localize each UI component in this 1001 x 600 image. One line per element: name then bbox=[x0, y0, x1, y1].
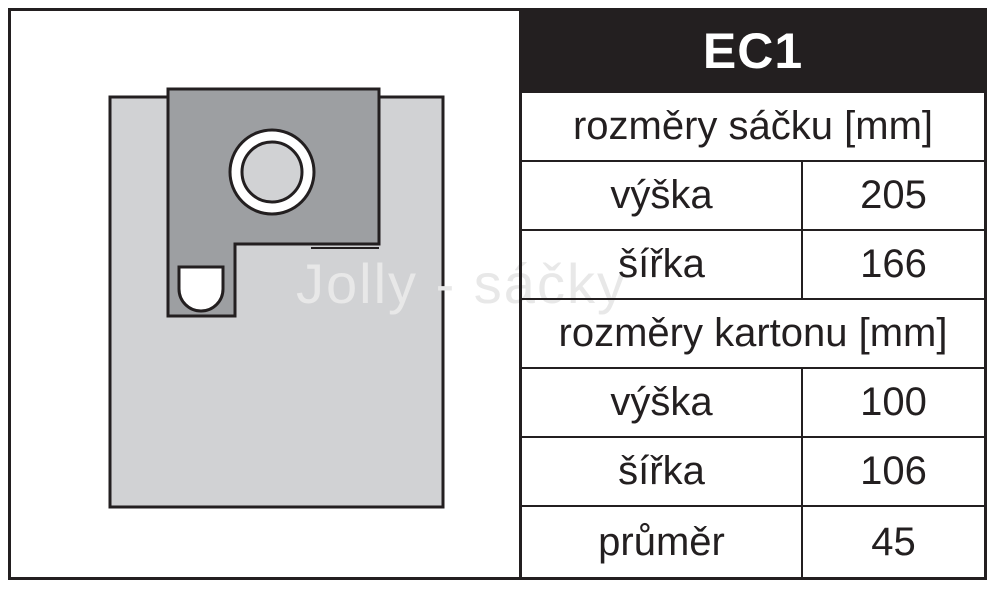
closure-tab bbox=[177, 265, 225, 313]
bag-height-label: výška bbox=[522, 162, 803, 229]
bag-drawing-panel bbox=[11, 11, 519, 577]
specification-table: EC1 rozměry sáčku [mm] výška 205 šířka 1… bbox=[522, 11, 984, 577]
bag-width-value: 166 bbox=[860, 242, 927, 286]
bag-illustration bbox=[108, 87, 445, 509]
cardboard-width-label: šířka bbox=[522, 438, 803, 505]
inlet-hole bbox=[240, 140, 304, 204]
cardboard-dimensions-heading: rozměry kartonu [mm] bbox=[558, 311, 948, 355]
bag-dimensions-heading-row: rozměry sáčku [mm] bbox=[522, 91, 984, 160]
table-row: průměr 45 bbox=[522, 505, 984, 577]
model-title: EC1 bbox=[522, 11, 984, 91]
table-row: šířka 106 bbox=[522, 436, 984, 505]
cardboard-height-label: výška bbox=[522, 369, 803, 436]
panel-divider bbox=[519, 11, 522, 577]
cardboard-dimensions-heading-row: rozměry kartonu [mm] bbox=[522, 298, 984, 367]
cardboard-width-value: 106 bbox=[860, 449, 927, 493]
cardboard-height-value: 100 bbox=[860, 380, 927, 424]
bag-dimensions-heading: rozměry sáčku [mm] bbox=[572, 104, 934, 148]
watermark-text: Jolly - sáčky bbox=[296, 252, 627, 315]
table-row: šířka 166 bbox=[522, 229, 984, 298]
bag-height-value: 205 bbox=[860, 173, 927, 217]
product-card: Jolly - sáčky EC1 rozměry sáčku [mm] výš… bbox=[8, 8, 987, 580]
table-row: výška 100 bbox=[522, 367, 984, 436]
table-row: výška 205 bbox=[522, 160, 984, 229]
cardboard-diameter-label: průměr bbox=[522, 507, 803, 577]
cardboard-diameter-value: 45 bbox=[871, 519, 916, 564]
bag-width-label: šířka bbox=[522, 231, 803, 298]
